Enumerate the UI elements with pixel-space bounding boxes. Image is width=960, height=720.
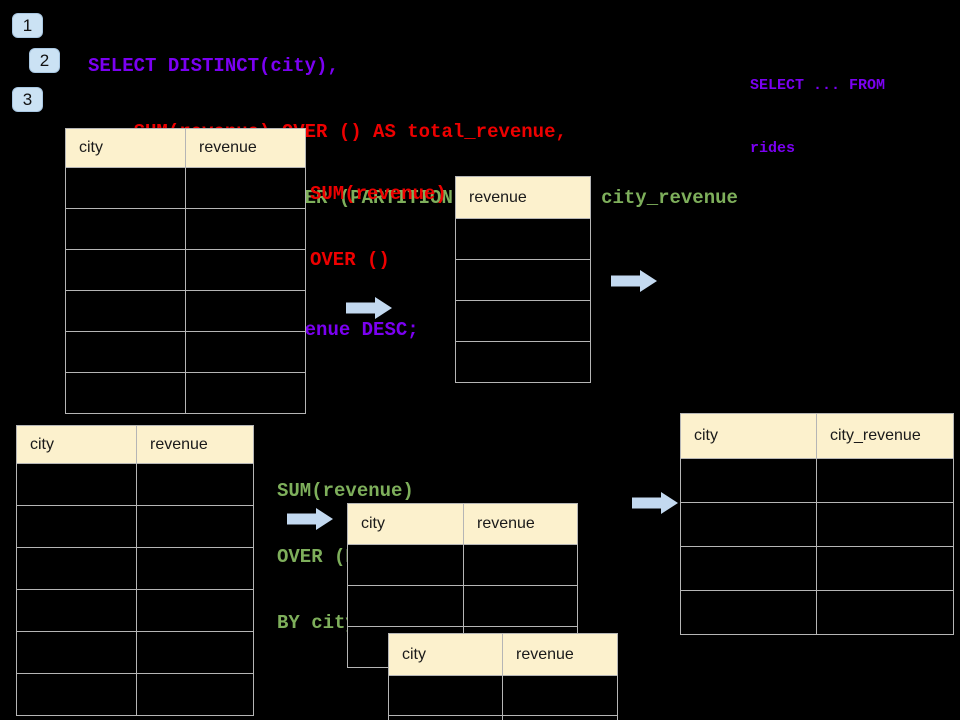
column-header-city-revenue: city_revenue (816, 413, 954, 459)
step-badge-1-label: 1 (22, 15, 33, 35)
column-header-revenue: revenue (463, 503, 578, 545)
table-rides-source-bottom: city revenue (16, 425, 254, 716)
step-badge-2: 2 (29, 48, 60, 73)
table-header-row: city revenue (65, 128, 306, 168)
annotation-total-line-2: OVER () (310, 249, 390, 271)
arrow-right-icon (632, 492, 678, 514)
table-header-row: city revenue (16, 425, 254, 464)
table-row (388, 715, 618, 720)
table-partition-group-back: city revenue (388, 633, 618, 720)
column-header-city: city (680, 413, 817, 459)
table-row (16, 547, 254, 590)
table-row (680, 546, 954, 591)
table-row (347, 544, 578, 586)
column-header-city: city (388, 633, 503, 676)
table-revenue-only: revenue (455, 176, 591, 383)
table-row (16, 505, 254, 548)
annotation-sum-over-total: SUM(revenue) OVER () (310, 139, 447, 315)
annotation-partition-line-1: SUM(revenue) (277, 480, 414, 502)
table-header-row: city revenue (347, 503, 578, 545)
column-header-revenue: revenue (455, 176, 591, 219)
table-row (388, 675, 618, 716)
table-row (16, 631, 254, 674)
step-badge-3-label: 3 (22, 89, 33, 109)
table-row (347, 585, 578, 627)
table-row (455, 300, 591, 342)
table-row (65, 208, 306, 250)
table-row (455, 341, 591, 383)
table-rides-source-top: city revenue (65, 128, 306, 414)
annotation-total-line-1: SUM(revenue) (310, 183, 447, 205)
table-row (680, 458, 954, 503)
table-row (16, 673, 254, 716)
arrow-right-icon (287, 508, 333, 530)
column-header-city: city (65, 128, 186, 168)
table-row (455, 259, 591, 301)
step-badge-1: 1 (12, 13, 43, 38)
sql-line-select: SELECT DISTINCT(city), (88, 55, 339, 77)
arrow-right-icon (346, 297, 392, 319)
step-badge-3: 3 (12, 87, 43, 112)
table-result-city-revenue: city city_revenue (680, 413, 954, 635)
table-header-row: revenue (455, 176, 591, 219)
table-header-row: city revenue (388, 633, 618, 676)
table-header-row: city city_revenue (680, 413, 954, 459)
column-header-revenue: revenue (502, 633, 618, 676)
table-row (680, 590, 954, 635)
column-header-city: city (16, 425, 137, 464)
select-from-rides-note: SELECT ... FROM rides (750, 33, 885, 201)
column-header-city: city (347, 503, 464, 545)
table-row (680, 502, 954, 547)
column-header-revenue: revenue (136, 425, 254, 464)
table-row (65, 372, 306, 414)
table-row (455, 218, 591, 260)
arrow-right-icon (611, 270, 657, 292)
step-badge-2-label: 2 (39, 50, 50, 70)
table-row (65, 167, 306, 209)
table-row (16, 463, 254, 506)
table-row (16, 589, 254, 632)
table-row (65, 290, 306, 332)
column-header-revenue: revenue (185, 128, 306, 168)
table-row (65, 249, 306, 291)
table-row (65, 331, 306, 373)
side-note-line-2: rides (750, 140, 796, 157)
side-note-line-1: SELECT ... FROM (750, 77, 886, 94)
